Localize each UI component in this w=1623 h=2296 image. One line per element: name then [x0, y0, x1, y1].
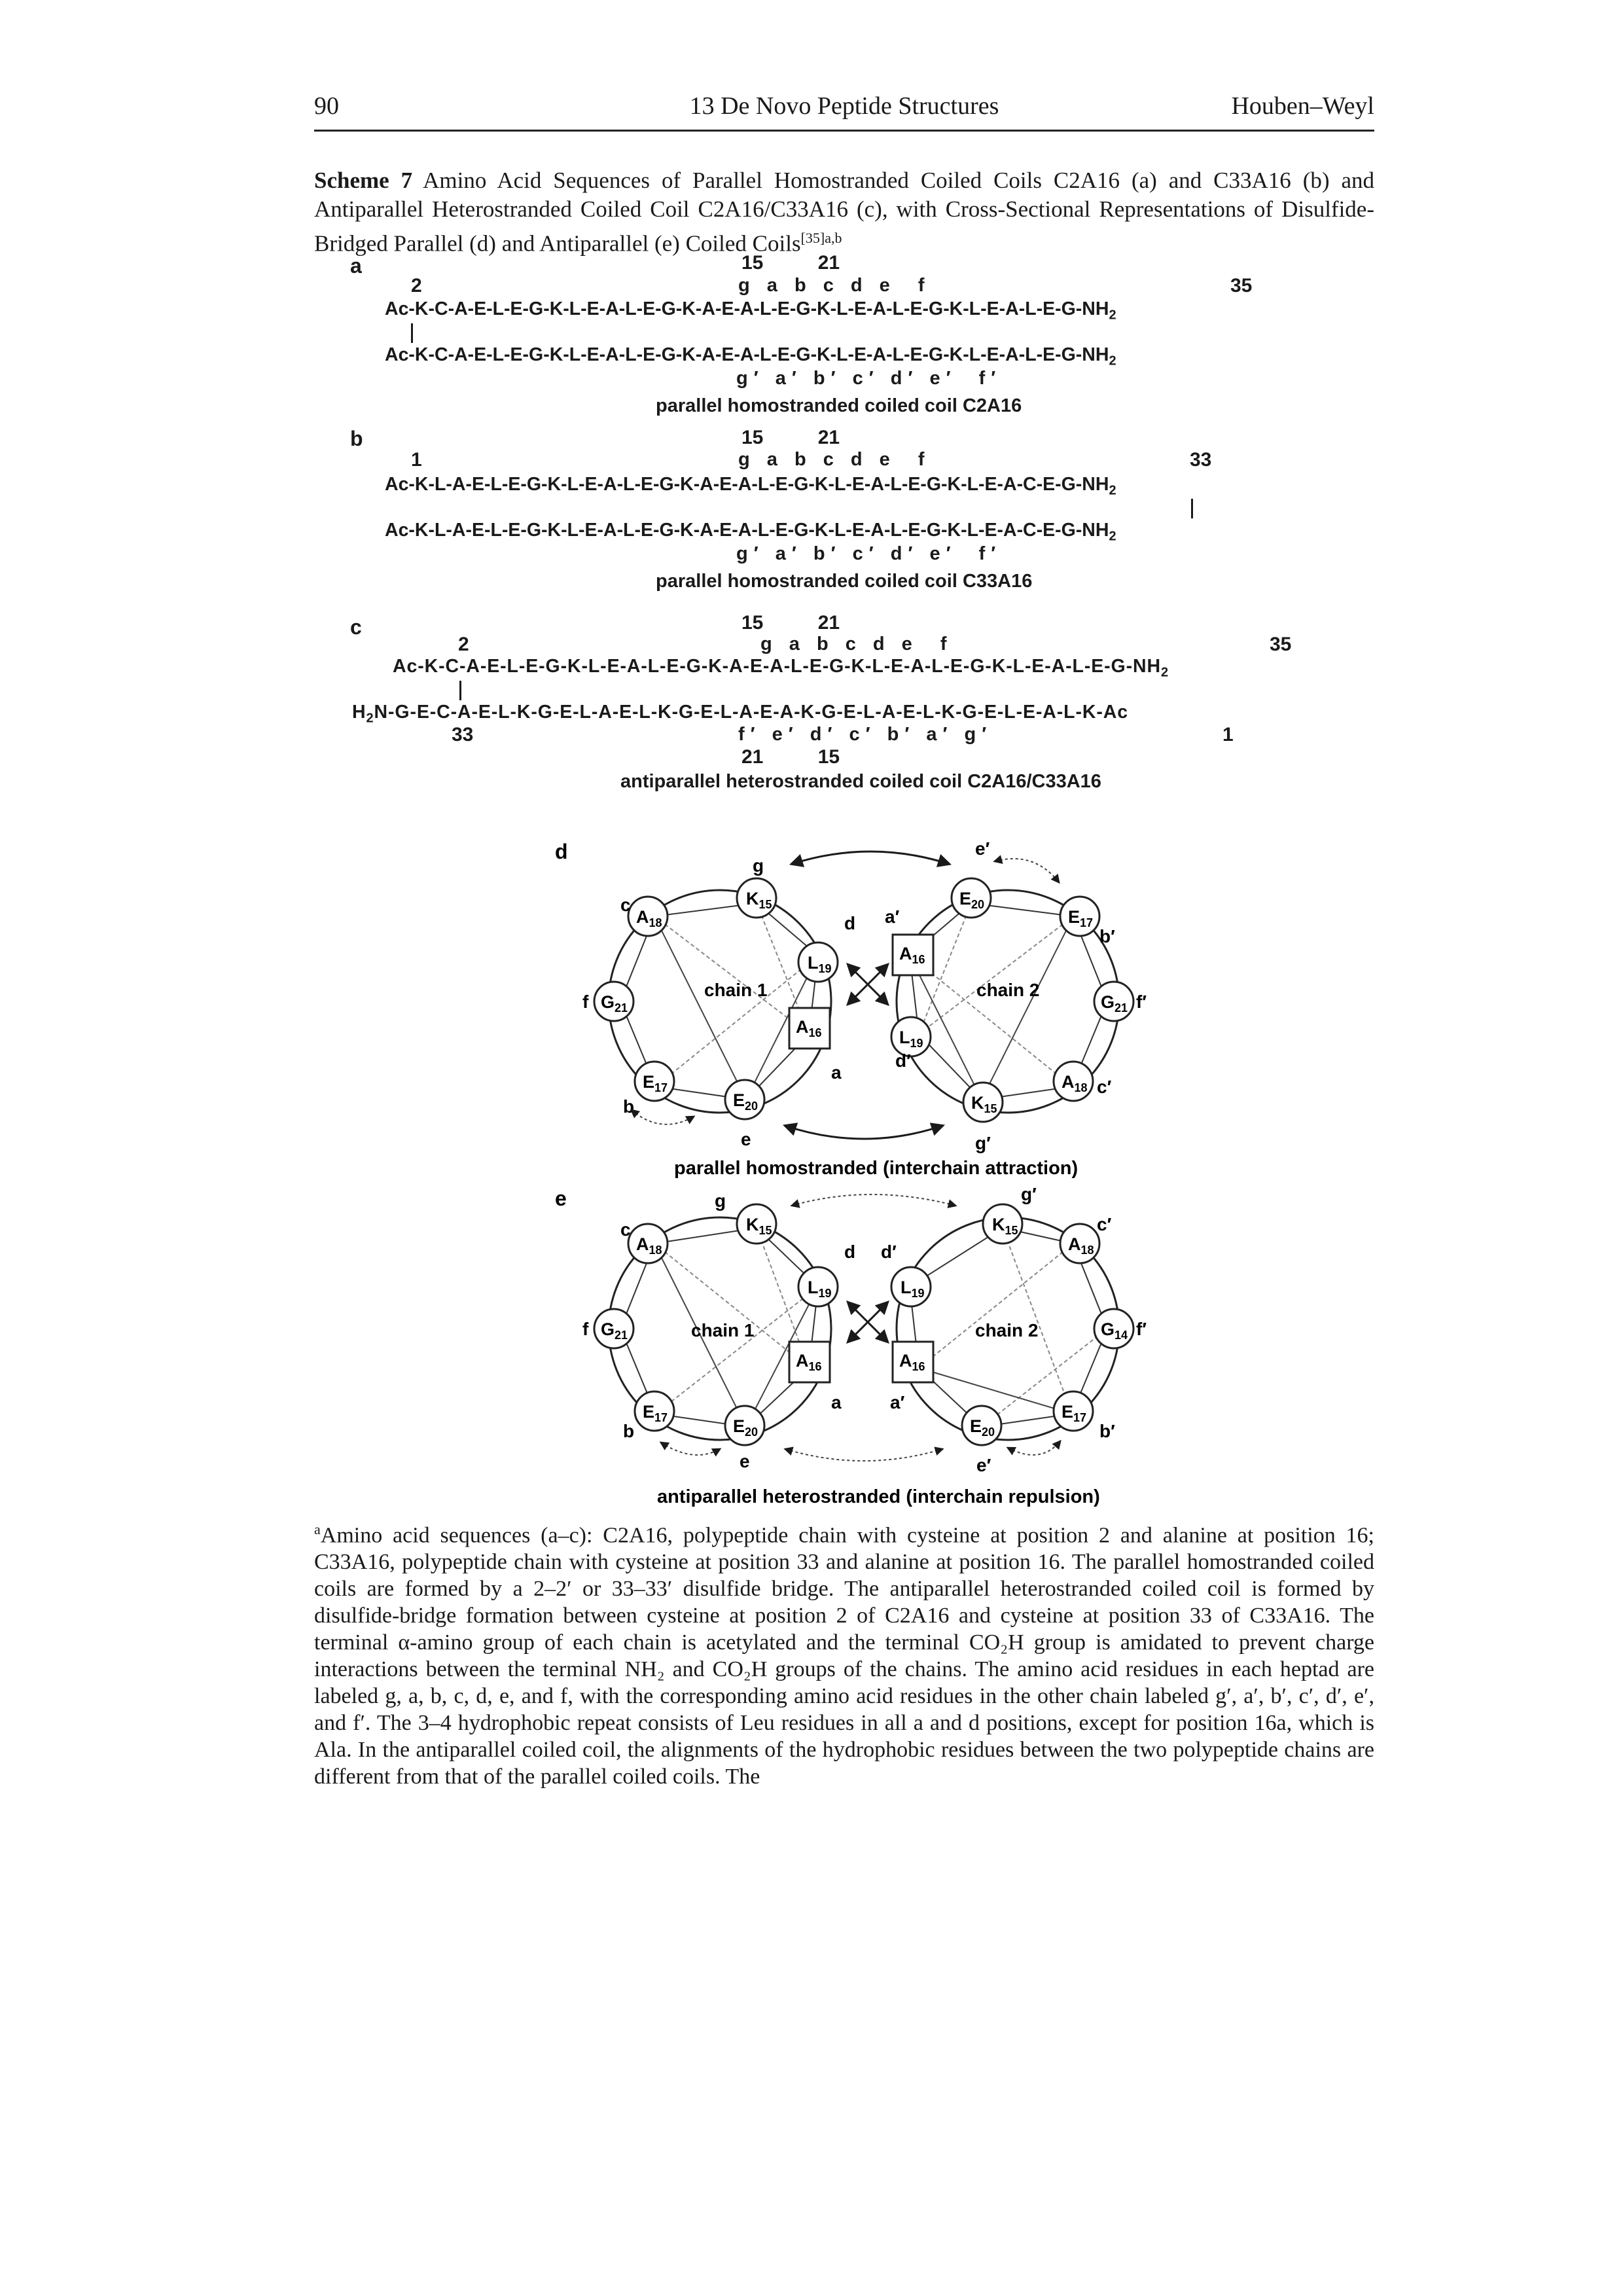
panel-e-chain2-label: chain 2 — [975, 1320, 1038, 1340]
svg-text:c: c — [620, 1219, 631, 1240]
panel-a-heptad-top: g a b c d e f — [738, 275, 931, 296]
panel-d-chain1-wheel: K15 L19 A16 E20 E17 G21 A18 chain 1 g d … — [582, 855, 855, 1149]
svg-text:b: b — [623, 1096, 634, 1117]
panel-a-disulfide-bond — [411, 323, 413, 343]
svg-text:g: g — [715, 1191, 726, 1211]
svg-text:e: e — [740, 1451, 750, 1471]
svg-text:d′: d′ — [881, 1242, 897, 1262]
svg-text:g: g — [753, 855, 764, 876]
panel-d-interchain-arrows — [783, 850, 952, 1140]
header-rule — [314, 130, 1374, 132]
panel-e-chain2-wheel: K15 L19 A16 E20 E17 G14 A18 chain 2 g′ d… — [881, 1184, 1147, 1475]
svg-text:E17: E17 — [1068, 907, 1093, 929]
panel-a-heptad-bottom: g′ a′ b′ c′ d′ e′ f′ — [736, 368, 1002, 389]
panel-c-left-number: 2 — [458, 634, 469, 655]
svg-text:d′: d′ — [895, 1050, 911, 1071]
svg-text:a: a — [831, 1062, 842, 1083]
panel-c-chain2: H2N-G-E-C-A-E-L-K-G-E-L-A-E-L-K-G-E-L-A-… — [352, 702, 1128, 726]
panel-c-letter: c — [350, 615, 362, 639]
svg-text:g′: g′ — [1021, 1184, 1037, 1204]
panel-c-right-number: 35 — [1270, 634, 1292, 655]
svg-text:c′: c′ — [1097, 1214, 1112, 1234]
panel-b-chain1: Ac-K-L-A-E-L-E-G-K-L-E-A-L-E-G-K-A-E-A-L… — [385, 474, 1116, 498]
footnote-text: Amino acid sequences (a–c): C2A16, polyp… — [314, 1523, 1374, 1789]
panel-c-heptad-top: g a b c d e f — [760, 634, 953, 655]
panel-b-disulfide-bond — [1191, 499, 1193, 518]
panel-a-chain1: Ac-K-C-A-E-L-E-G-K-L-E-A-L-E-G-K-A-E-A-L… — [385, 298, 1116, 323]
panel-e-interchain-arrows — [783, 1194, 957, 1462]
panel-d-chain2-label: chain 2 — [976, 980, 1039, 1000]
panel-e-letter: e — [555, 1187, 567, 1210]
panel-c-bottom-numbers: 21 15 — [741, 746, 840, 768]
publisher: Houben–Weyl — [1231, 92, 1374, 120]
svg-text:b′: b′ — [1099, 1421, 1115, 1441]
panel-b-letter: b — [350, 427, 363, 450]
panel-b-left-number: 1 — [411, 449, 422, 471]
svg-text:a′: a′ — [885, 906, 900, 927]
svg-text:a′: a′ — [890, 1392, 905, 1412]
panel-a-top-numbers: 15 21 — [741, 252, 840, 274]
svg-text:G21: G21 — [1101, 992, 1128, 1014]
svg-text:c: c — [620, 895, 631, 915]
panel-d-letter: d — [555, 840, 568, 863]
panel-c-right-bottom-number: 1 — [1222, 724, 1234, 745]
panel-e-label: antiparallel heterostranded (interchain … — [657, 1486, 1100, 1507]
svg-text:g′: g′ — [975, 1133, 991, 1153]
panel-c-left-bottom-number: 33 — [452, 724, 474, 745]
svg-text:b: b — [623, 1421, 634, 1441]
panel-d-chain1-label: chain 1 — [704, 980, 767, 1000]
panel-c-label: antiparallel heterostranded coiled coil … — [620, 771, 1101, 792]
panel-c-heptad-bottom: f′ e′ d′ c′ b′ a′ g′ — [738, 724, 993, 745]
caption-text: Amino Acid Sequences of Parallel Homostr… — [314, 168, 1374, 257]
panel-b-right-number: 33 — [1190, 449, 1212, 471]
panel-c-chain1: Ac-K-C-A-E-L-E-G-K-L-E-A-L-E-G-K-A-E-A-L… — [393, 656, 1169, 680]
svg-text:e′: e′ — [976, 1455, 991, 1475]
svg-text:f′: f′ — [1136, 992, 1147, 1012]
svg-text:G21: G21 — [601, 992, 628, 1014]
panel-d-label: parallel homostranded (interchain attrac… — [674, 1158, 1078, 1179]
running-header: 90 13 De Novo Peptide Structures Houben–… — [314, 92, 1374, 131]
panel-a-letter: a — [350, 254, 362, 278]
svg-text:f: f — [582, 992, 589, 1012]
panel-b-label: parallel homostranded coiled coil C33A16 — [656, 571, 1033, 592]
svg-text:d: d — [844, 913, 855, 933]
panel-b-chain2: Ac-K-L-A-E-L-E-G-K-L-E-A-L-E-G-K-A-E-A-L… — [385, 520, 1116, 544]
svg-text:b′: b′ — [1099, 926, 1115, 946]
panel-a-left-number: 2 — [411, 275, 422, 296]
panel-a-label: parallel homostranded coiled coil C2A16 — [656, 395, 1022, 416]
svg-text:f′: f′ — [1136, 1319, 1147, 1339]
footnote: aAmino acid sequences (a–c): C2A16, poly… — [314, 1516, 1374, 1790]
chapter-title: 13 De Novo Peptide Structures — [689, 92, 999, 120]
panel-d-chain2-wheel: E20 A16 L19 K15 A18 G21 E17 chain 2 e′ a… — [885, 838, 1147, 1153]
svg-text:f: f — [582, 1319, 589, 1339]
panel-e-chain1-wheel: K15 L19 A16 E20 E17 G21 A18 chain 1 g d … — [582, 1191, 855, 1471]
panel-a-chain2: Ac-K-C-A-E-L-E-G-K-L-E-A-L-E-G-K-A-E-A-L… — [385, 344, 1116, 368]
page-number: 90 — [314, 92, 339, 120]
svg-text:d: d — [844, 1242, 855, 1262]
panel-c-disulfide-bond — [459, 681, 461, 700]
caption-ref: [35]a,b — [800, 230, 842, 246]
panel-c-top-numbers: 15 21 — [741, 612, 840, 634]
footnote-marker: a — [314, 1521, 321, 1537]
svg-text:e′: e′ — [975, 838, 990, 859]
svg-text:e: e — [741, 1129, 751, 1149]
svg-text:A18: A18 — [1068, 1234, 1094, 1257]
panel-e-chain1-label: chain 1 — [691, 1320, 754, 1340]
caption-label: Scheme 7 — [314, 168, 413, 193]
panel-b-heptad-top: g a b c d e f — [738, 449, 931, 470]
scheme-caption: Scheme 7 Amino Acid Sequences of Paralle… — [314, 166, 1374, 259]
svg-text:c′: c′ — [1097, 1077, 1112, 1097]
panel-b-heptad-bottom: g′ a′ b′ c′ d′ e′ f′ — [736, 543, 1002, 564]
panel-b-top-numbers: 15 21 — [741, 427, 840, 448]
panel-a-right-number: 35 — [1230, 275, 1253, 296]
svg-text:a: a — [831, 1392, 842, 1412]
